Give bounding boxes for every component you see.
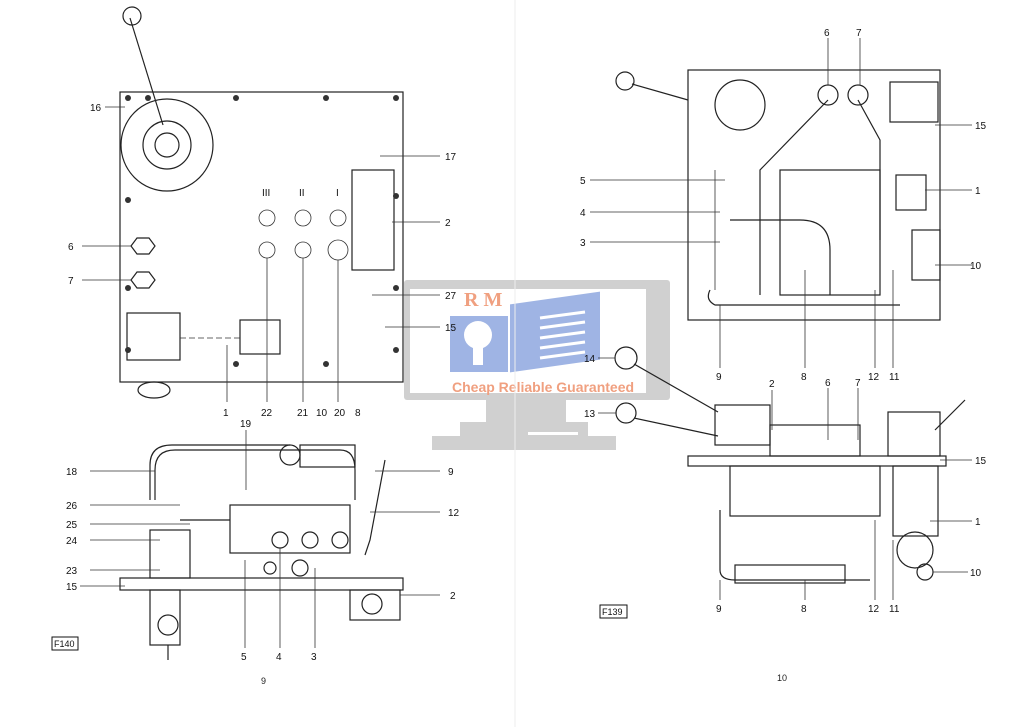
callout-I: I — [336, 188, 339, 199]
figure-id-box-left — [51, 636, 79, 651]
callout-1: 1 — [223, 408, 229, 419]
callout-7-rs: 7 — [855, 378, 861, 389]
figure-id-right: F139 — [602, 607, 623, 617]
callout-11-r: 11 — [889, 372, 900, 383]
callout-9-rs: 9 — [716, 604, 722, 615]
callout-8: 8 — [355, 408, 361, 419]
callout-21: 21 — [297, 408, 309, 419]
callout-5: 5 — [241, 652, 247, 663]
callout-26: 26 — [66, 501, 78, 512]
right-top-view-leaders — [590, 38, 972, 368]
right-top-view-drawing — [615, 69, 941, 321]
callout-14: 14 — [584, 354, 596, 365]
callout-7: 7 — [68, 276, 74, 287]
figure-id-box-right — [599, 604, 628, 619]
callout-2: 2 — [445, 218, 451, 229]
callout-1-rs: 1 — [975, 517, 981, 528]
figure-id-left: F140 — [54, 639, 75, 649]
right-top-view-labels: 6 7 15 5 1 4 3 10 9 8 12 11 — [580, 28, 987, 383]
callout-11-rs: 11 — [889, 604, 900, 615]
callout-20: 20 — [334, 408, 346, 419]
callout-10-r: 10 — [970, 261, 982, 272]
callout-8-r: 8 — [801, 372, 807, 383]
callout-13: 13 — [584, 409, 596, 420]
callout-19: 19 — [240, 419, 252, 430]
watermark-initials: R M — [464, 289, 502, 311]
callout-15-r: 15 — [975, 121, 987, 132]
callout-II: II — [299, 188, 305, 199]
callout-6-r: 6 — [824, 28, 830, 39]
left-top-view-drawing — [119, 6, 404, 399]
right-side-view-drawing — [614, 346, 966, 584]
page-number-right: 10 — [777, 673, 787, 683]
callout-12-rs: 12 — [868, 604, 880, 615]
callout-III: III — [262, 188, 270, 199]
watermark-logo — [404, 280, 670, 450]
callout-25: 25 — [66, 520, 78, 531]
callout-5-r: 5 — [580, 176, 586, 187]
left-top-view-labels: 16 17 2 6 7 III II I 27 15 1 22 21 10 20… — [68, 103, 457, 419]
callout-17: 17 — [445, 152, 457, 163]
callout-6-rs: 6 — [825, 378, 831, 389]
callout-3-r: 3 — [580, 238, 586, 249]
callout-9: 9 — [448, 467, 454, 478]
callout-2-rs: 2 — [769, 379, 775, 390]
callout-18: 18 — [66, 467, 78, 478]
callout-12-r: 12 — [868, 372, 880, 383]
left-side-view-labels: 19 18 9 26 25 12 24 23 15 2 5 4 3 — [66, 419, 460, 663]
callout-10: 10 — [316, 408, 328, 419]
callout-24: 24 — [66, 536, 78, 547]
callout-2-side: 2 — [450, 591, 456, 602]
callout-3: 3 — [311, 652, 317, 663]
page-number-left: 9 — [261, 676, 266, 686]
callout-15-side: 15 — [66, 582, 78, 593]
callout-27: 27 — [445, 291, 457, 302]
callout-16: 16 — [90, 103, 102, 114]
watermark-tagline: Cheap Reliable Guaranteed — [452, 379, 634, 395]
callout-10-rs: 10 — [970, 568, 982, 579]
callout-15: 15 — [445, 323, 457, 334]
callout-9-r: 9 — [716, 372, 722, 383]
callout-8-rs: 8 — [801, 604, 807, 615]
callout-6: 6 — [68, 242, 74, 253]
callout-4: 4 — [276, 652, 282, 663]
callout-22: 22 — [261, 408, 273, 419]
left-side-view-leaders — [80, 430, 440, 648]
callout-1-r: 1 — [975, 186, 981, 197]
left-top-view-leaders — [82, 106, 440, 402]
callout-15-rs: 15 — [975, 456, 987, 467]
left-side-view-drawing — [119, 444, 404, 660]
callout-12: 12 — [448, 508, 460, 519]
right-side-view-leaders — [598, 357, 972, 600]
right-side-view-labels: 14 13 2 6 7 15 1 10 9 8 12 11 — [584, 354, 987, 615]
callout-7-r: 7 — [856, 28, 862, 39]
callout-4-r: 4 — [580, 208, 586, 219]
callout-23: 23 — [66, 566, 78, 577]
